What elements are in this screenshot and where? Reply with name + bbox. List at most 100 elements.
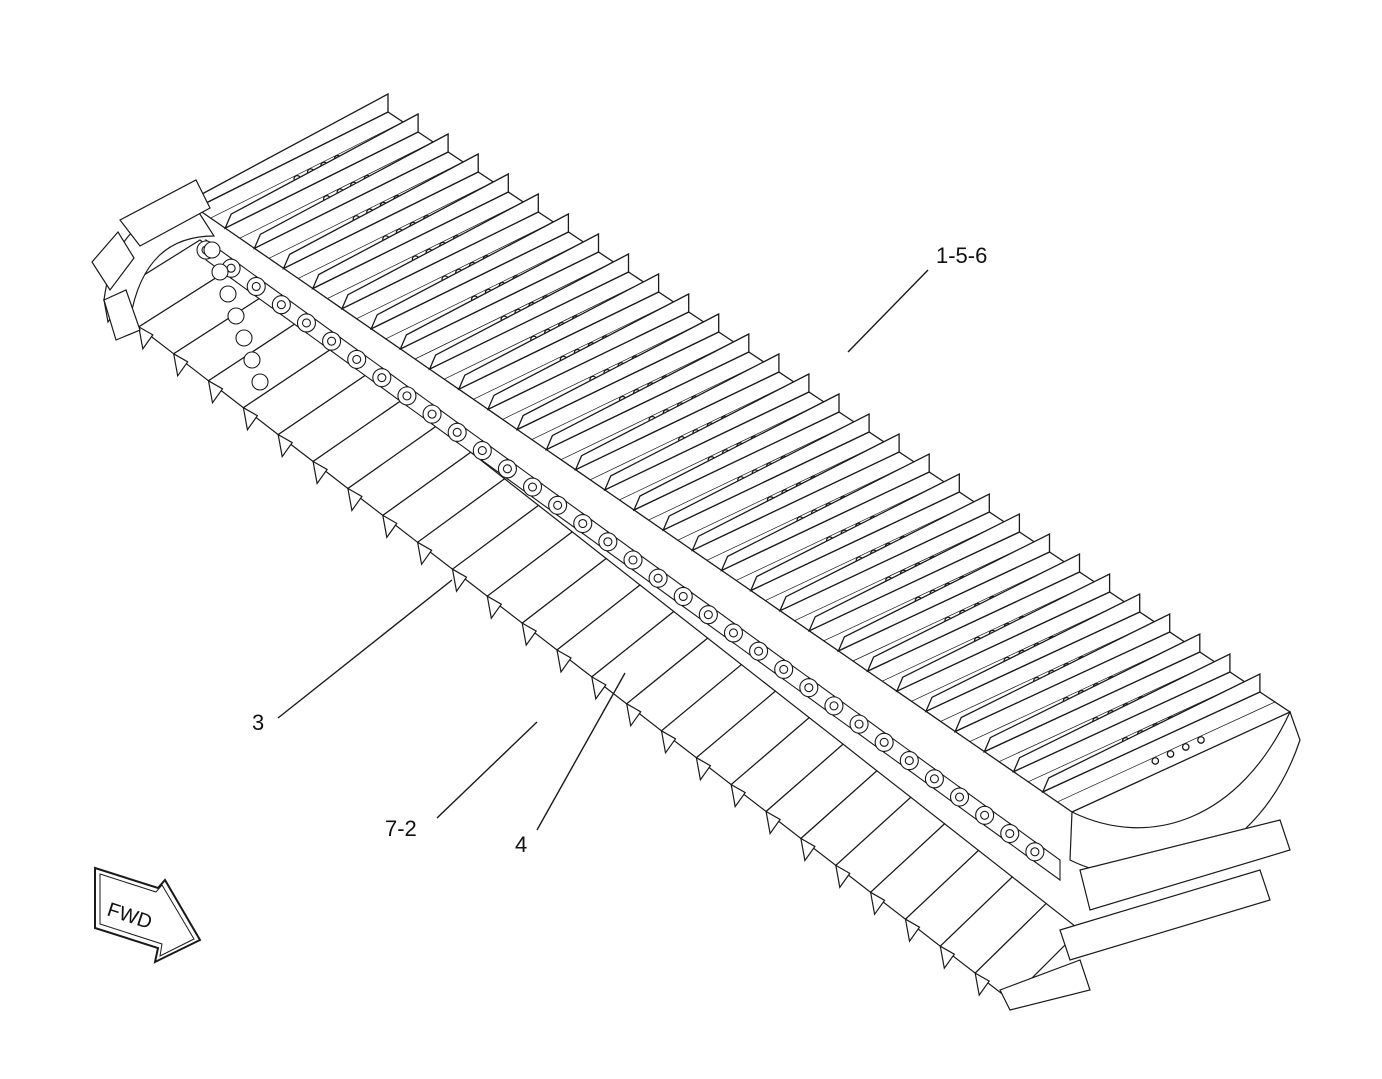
track-shoe-rib	[356, 221, 554, 320]
track-shoe-rib	[531, 341, 734, 440]
track-front-wrap	[999, 710, 1301, 1011]
bottom-shoe-grouser	[521, 621, 538, 647]
track-shoe-rib	[298, 181, 494, 279]
leader-lines	[277, 269, 929, 831]
link-pin	[703, 610, 713, 620]
rear-wrap-shoe	[91, 230, 135, 292]
track-shoe-grouser	[837, 532, 1051, 653]
track-shoe-grouser	[486, 292, 690, 411]
link-pin	[1005, 828, 1015, 839]
leader-4	[536, 672, 626, 831]
leader-1-5-6	[847, 269, 929, 353]
link-pin	[553, 500, 563, 510]
leader-7-2	[436, 721, 538, 819]
bottom-shoe-grouser	[625, 702, 642, 728]
link-pin	[427, 409, 437, 419]
bottom-shoe-grouser	[312, 460, 328, 486]
link-pin	[327, 336, 337, 346]
link-pin	[578, 518, 588, 529]
track-shoe-grouser	[282, 152, 479, 270]
bottom-shoe-grouser	[590, 675, 607, 701]
idler-link-roller	[211, 263, 229, 281]
link-pin	[728, 628, 739, 638]
bottom-shoe-grouser	[486, 595, 503, 620]
idler-link-roller	[235, 329, 253, 347]
bottom-shoe-grouser	[904, 918, 921, 943]
track-shoe-grouser	[311, 172, 509, 290]
link-pin	[954, 792, 965, 802]
track-shoe-grouser	[515, 312, 720, 431]
track-shoes-bottom-run	[102, 239, 1081, 1001]
callout-1-5-6: 1-5-6	[936, 243, 987, 268]
shoe-bolt	[1166, 750, 1175, 758]
link-pin	[502, 464, 512, 474]
idler-link-roller	[243, 351, 261, 369]
shoe-bolt	[1151, 757, 1160, 765]
bottom-shoe-grouser	[939, 945, 956, 970]
bottom-shoe-grouser	[800, 837, 816, 863]
track-shoe-rib	[619, 401, 825, 501]
rear-wrap-shoe	[119, 179, 211, 247]
track-shoe-grouser	[603, 372, 810, 492]
link-pin	[1030, 847, 1040, 857]
track-shoe-grouser	[223, 112, 419, 230]
callout-4: 4	[515, 832, 527, 857]
track-shoe-rib	[444, 281, 644, 380]
callout-7-2: 7-2	[385, 816, 417, 841]
track-shoe-rib	[677, 441, 885, 541]
track-shoe-grouser	[895, 572, 1111, 693]
bottom-shoe-grouser	[416, 541, 433, 566]
track-shoe-rib	[473, 301, 674, 400]
track-shoe-grouser	[661, 412, 870, 532]
bottom-shoe-grouser	[137, 325, 154, 351]
bottom-shoe-grouser	[347, 487, 363, 513]
idler-link-roller	[251, 373, 269, 391]
front-wrap-shoe	[1059, 869, 1271, 961]
track-shoe-rib	[765, 501, 975, 601]
link-pin	[276, 300, 286, 310]
idler-link-roller	[227, 307, 245, 325]
bottom-shoe-grouser	[172, 352, 189, 378]
link-pin	[980, 810, 990, 820]
link-pin	[301, 318, 312, 328]
track-shoe-grouser	[807, 512, 1021, 633]
track-shoe-rib	[239, 141, 434, 239]
link-pin	[527, 482, 538, 492]
bottom-shoe-grouser	[974, 971, 991, 997]
link-pin	[879, 737, 889, 747]
track-shoe-grouser	[749, 472, 960, 592]
track-shoe-grouser	[691, 432, 900, 552]
track-shoe-grouser	[924, 592, 1141, 713]
bottom-shoe-grouser	[381, 514, 398, 539]
track-shoe-grouser	[720, 452, 930, 572]
link-pin	[929, 774, 939, 784]
track-shoe-rib	[210, 121, 404, 219]
front-wrap-shoe	[1079, 819, 1291, 911]
link-pin	[653, 573, 663, 583]
track-shoe-grouser	[545, 332, 750, 451]
shoe-bolt	[1181, 743, 1190, 751]
track-shoe-rib	[502, 321, 704, 420]
track-shoe-grouser	[428, 252, 630, 371]
idler-link-roller	[219, 285, 237, 303]
track-shoe-grouser	[457, 272, 660, 391]
track-shoe-grouser	[340, 192, 539, 311]
track-shoe-grouser	[1041, 672, 1261, 794]
track-shoe-grouser	[369, 212, 570, 331]
track-shoe-grouser	[1012, 652, 1231, 773]
track-shoe-grouser	[778, 492, 990, 613]
track-shoe-rib	[1057, 701, 1276, 803]
leader-3	[277, 579, 453, 719]
bottom-shoe-grouser	[765, 810, 781, 836]
bottom-shoe-grouser	[242, 406, 259, 432]
track-shoe-grouser	[866, 552, 1081, 673]
link-pin	[854, 719, 864, 729]
bottom-shoe-grouser	[834, 864, 851, 889]
track-shoe-grouser	[953, 612, 1171, 733]
track-shoe-rib	[327, 201, 524, 299]
track-rear-wrap	[91, 179, 216, 341]
fwd-arrow-icon: FWD	[94, 866, 202, 964]
idler-link-roller	[203, 241, 221, 259]
